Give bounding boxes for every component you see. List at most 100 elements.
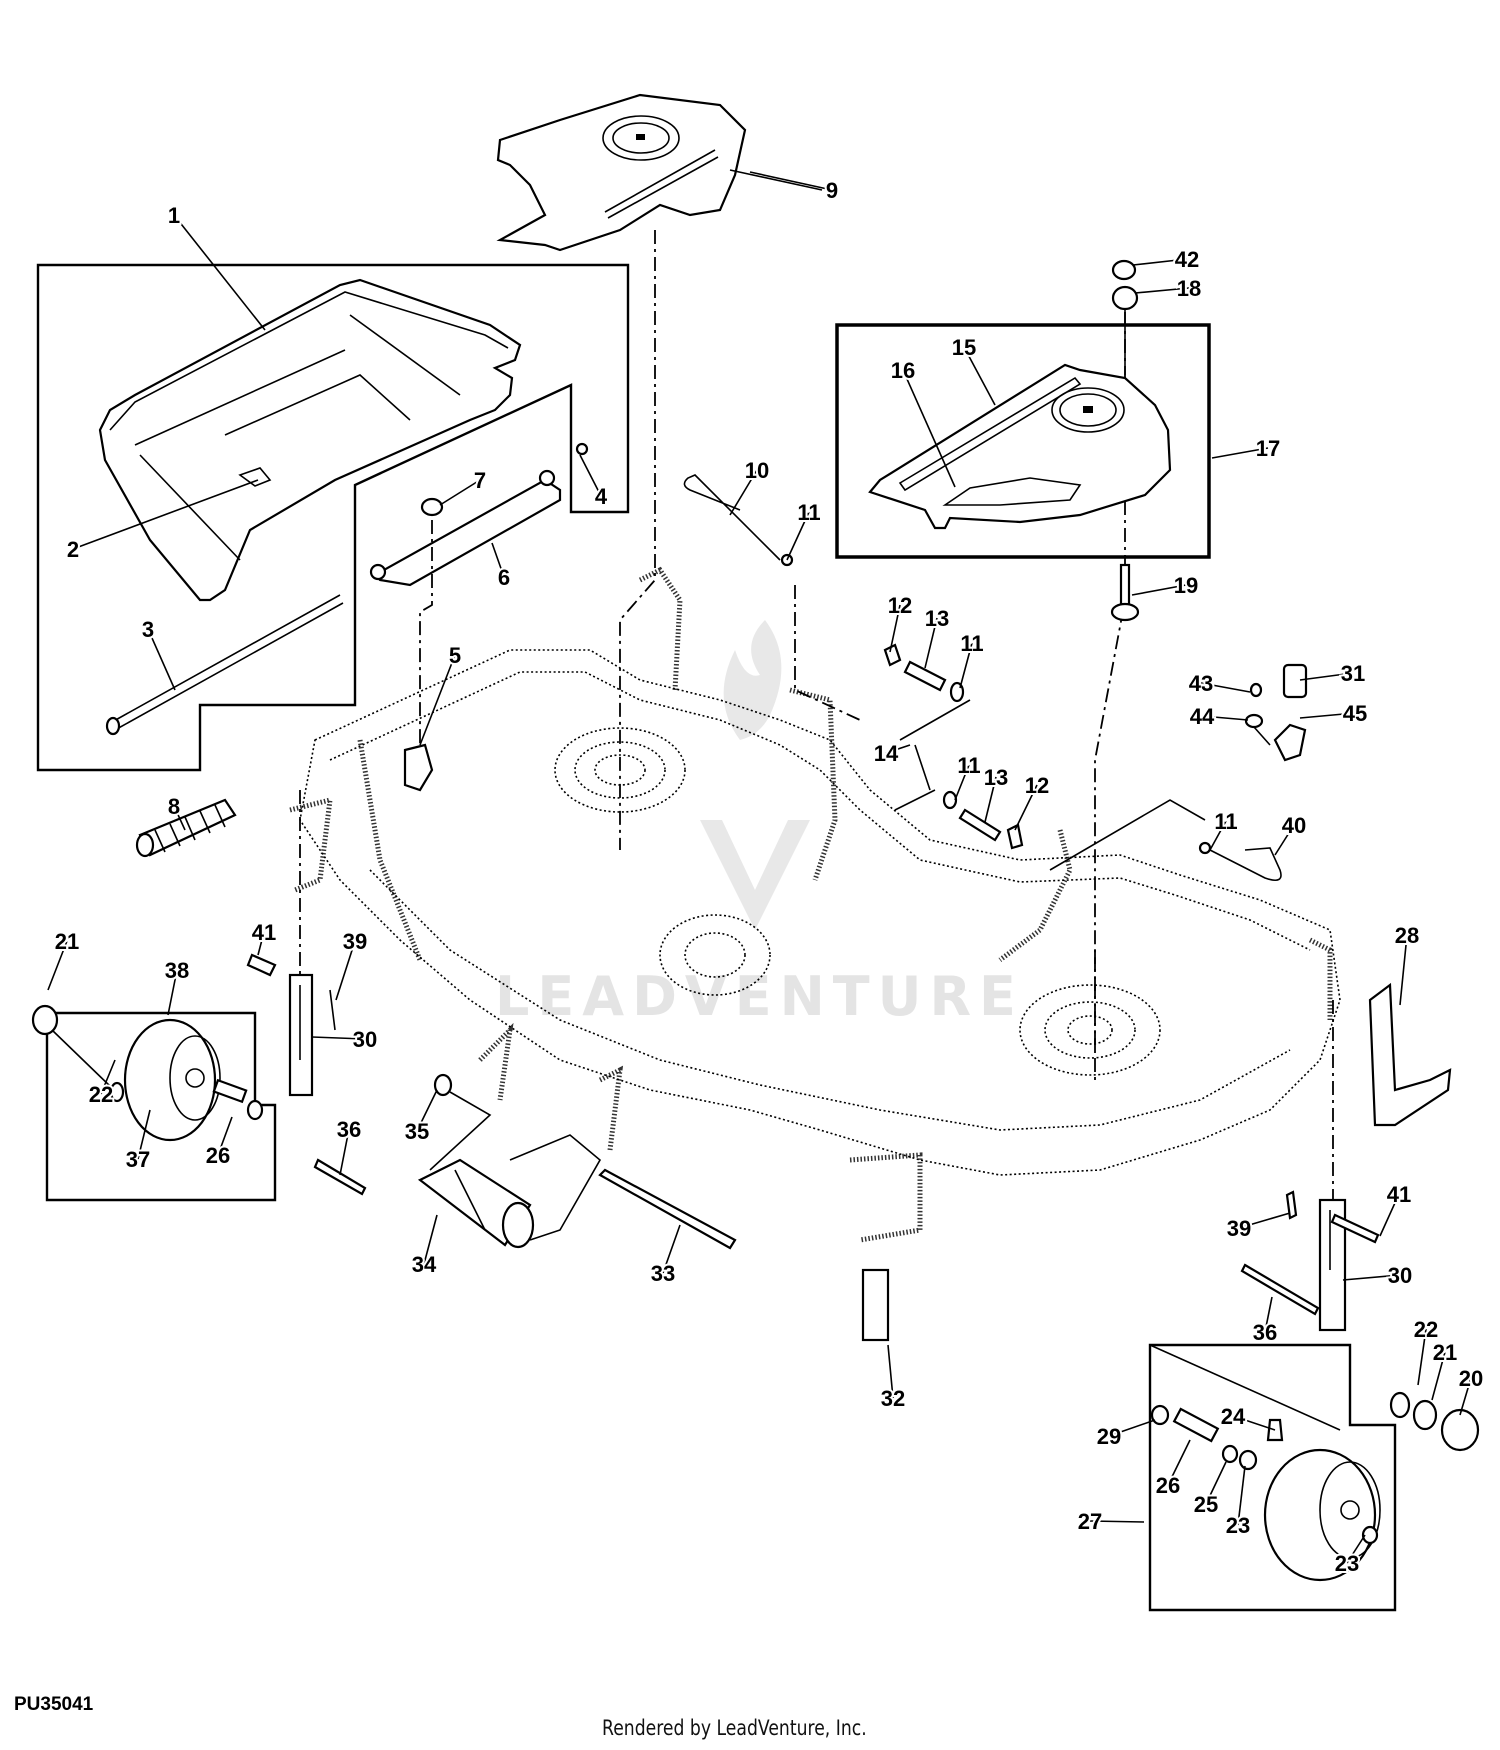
callout-leader	[1201, 715, 1249, 721]
callout-box-38	[45, 1011, 277, 1202]
part-17-shield	[868, 363, 1172, 530]
part-8-spring	[135, 798, 237, 858]
callout-label-6: 6	[498, 565, 510, 590]
callout-leader	[887, 1344, 894, 1399]
callout-label-9: 9	[826, 178, 838, 203]
parts-roller	[417, 1073, 737, 1250]
callout-leader	[47, 940, 68, 991]
callout-leader	[1232, 1415, 1276, 1431]
callout-label-32: 32	[881, 1386, 905, 1411]
callout-label-28: 28	[1395, 923, 1419, 948]
callout-leader	[137, 1109, 151, 1160]
callout-leader	[1274, 824, 1295, 856]
parts-hardware-right	[1244, 663, 1308, 762]
parts-height-bracket-left	[246, 953, 367, 1196]
callout-label-26: 26	[1156, 1473, 1180, 1498]
part-3-rod	[105, 594, 344, 736]
callout-leader	[1209, 820, 1227, 851]
callout-leader	[173, 805, 186, 831]
callout-leader	[257, 931, 265, 956]
callout-leader	[786, 511, 810, 561]
callout-label-33: 33	[651, 1261, 675, 1286]
callout-leader	[419, 654, 456, 746]
callout-leader	[1346, 1534, 1366, 1564]
callout-label-41: 41	[1387, 1182, 1411, 1207]
callout-label-25: 25	[1194, 1492, 1218, 1517]
callout-leader	[1399, 934, 1408, 1006]
callout-label-3: 3	[142, 617, 154, 642]
callout-leader	[1132, 258, 1188, 266]
callout-label-35: 35	[405, 1119, 429, 1144]
callout-leader	[1379, 1193, 1400, 1237]
callout-label-36: 36	[337, 1117, 361, 1142]
callout-label-16: 16	[891, 358, 915, 383]
callout-label-11: 11	[960, 631, 983, 656]
figure-id: PU35041	[14, 1694, 94, 1715]
callout-leader	[167, 969, 178, 1016]
watermark-logo-icon	[700, 620, 810, 930]
callout-leader	[1299, 712, 1356, 719]
callout-leader	[72, 479, 259, 550]
callout-label-36: 36	[1253, 1320, 1277, 1345]
part-32-bracket	[861, 1268, 890, 1342]
callout-label-39: 39	[343, 929, 367, 954]
callout-leader	[959, 642, 973, 689]
callout-leader	[423, 1214, 438, 1265]
callout-label-23: 23	[1335, 1551, 1359, 1576]
callout-label-12: 12	[888, 593, 912, 618]
callout-leader	[339, 1128, 350, 1176]
part-mower-deck	[289, 566, 1341, 1243]
callout-label-15: 15	[952, 335, 976, 360]
watermark-text: LEADVENTURE	[495, 965, 1024, 1028]
callout-leader	[902, 369, 956, 488]
callout-label-12: 12	[1025, 773, 1049, 798]
callout-label-19: 19	[1174, 573, 1198, 598]
callout-leader	[984, 776, 997, 823]
callout-label-38: 38	[165, 958, 189, 983]
callout-leader	[1134, 287, 1190, 294]
callout-label-8: 8	[168, 794, 180, 819]
callout-leader	[1200, 682, 1251, 693]
callout-label-14: 14	[874, 741, 899, 766]
callout-label-31: 31	[1341, 661, 1365, 686]
callout-leader	[749, 171, 833, 191]
callout-box-1	[36, 263, 630, 772]
callout-leader	[1431, 1351, 1446, 1401]
callout-leader	[416, 1089, 438, 1132]
callout-leader	[335, 940, 356, 1001]
callout-label-27: 27	[1078, 1509, 1102, 1534]
callout-label-2: 2	[67, 537, 79, 562]
callout-label-22: 22	[89, 1082, 113, 1107]
callout-label-11: 11	[797, 500, 820, 525]
callout-leader	[889, 604, 901, 653]
callout-label-39: 39	[1227, 1216, 1251, 1241]
callout-label-41: 41	[252, 920, 276, 945]
callout-leader	[1089, 1520, 1145, 1523]
parts-hardware-top-right	[1110, 259, 1140, 622]
callout-label-44: 44	[1190, 704, 1215, 729]
callout-leader	[1417, 1328, 1427, 1386]
callout-leader	[885, 744, 911, 754]
callout-label-4: 4	[595, 484, 608, 509]
part-42-nut	[1111, 259, 1137, 281]
callout-label-13: 13	[925, 606, 949, 631]
callout-label-13: 13	[984, 765, 1008, 790]
callout-leader	[1459, 1377, 1472, 1416]
credit-text: Rendered by LeadVenture, Inc.	[602, 1716, 867, 1740]
callout-label-43: 43	[1189, 671, 1213, 696]
part-5-nut-clip	[403, 743, 434, 792]
callout-leader	[217, 1116, 233, 1156]
callout-label-10: 10	[745, 458, 769, 483]
part-27-wheel-assembly	[1148, 1343, 1480, 1612]
callout-leader	[439, 479, 481, 506]
callout-label-34: 34	[412, 1252, 437, 1277]
callout-leader	[1108, 1419, 1156, 1437]
callout-label-30: 30	[1388, 1263, 1412, 1288]
callout-label-21: 21	[1433, 1340, 1457, 1365]
callout-leader	[1264, 1296, 1273, 1333]
callout-leader	[1342, 1274, 1401, 1281]
callout-leader	[147, 628, 176, 691]
part-28-bracket	[1368, 982, 1452, 1127]
